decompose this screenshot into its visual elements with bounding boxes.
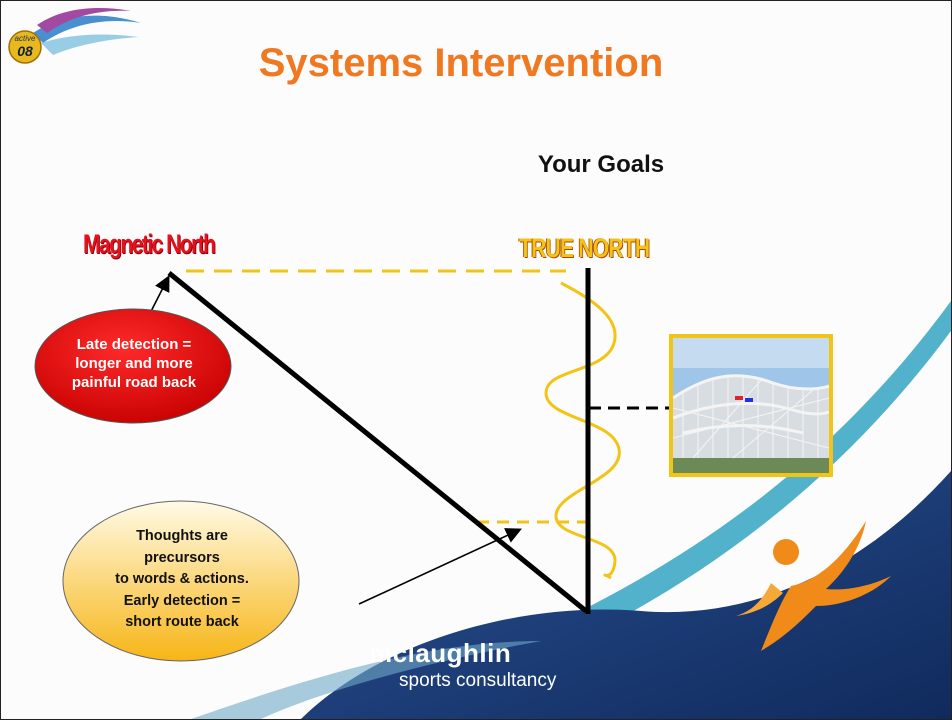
late-line: longer and more: [75, 355, 193, 372]
true-north-label: TRUE NORTH: [519, 233, 650, 263]
early-detection-text: Thoughts are precursors to words & actio…: [71, 526, 293, 634]
wiggle-path: [544, 281, 621, 580]
navy-wave-lighter: [191, 641, 541, 719]
goals-heading: Your Goals: [537, 151, 665, 178]
roller-coaster-image: [673, 338, 829, 473]
slide-title: Systems Intervention: [258, 41, 664, 85]
early-line: short route back: [125, 614, 239, 630]
early-arrow: [358, 528, 522, 605]
early-line: precursors: [144, 549, 220, 566]
late-detection-ellipse: [34, 308, 232, 424]
svg-text:08: 08: [17, 43, 33, 59]
late-line: painful road back: [71, 374, 197, 391]
navy-wave: [301, 471, 951, 719]
early-line: Early detection =: [123, 592, 241, 609]
active08-logo: active 08: [8, 7, 141, 64]
early-detection-ellipse: [62, 500, 300, 662]
brand-tagline: sports consultancy: [399, 670, 557, 691]
brand-name: mclaughlin: [369, 638, 512, 668]
diagonal-path: [167, 271, 588, 613]
late-detection-text: Late detection = longer and more painful…: [34, 335, 234, 392]
late-line: Late detection =: [76, 336, 192, 353]
early-line: to words & actions.: [115, 571, 249, 587]
early-line: Thoughts are: [136, 528, 228, 544]
svg-text:active: active: [15, 34, 36, 43]
runner-mascot-icon: [736, 521, 891, 651]
roller-coaster-photo: [669, 334, 833, 477]
magnetic-north-label: Magnetic North: [83, 229, 216, 259]
